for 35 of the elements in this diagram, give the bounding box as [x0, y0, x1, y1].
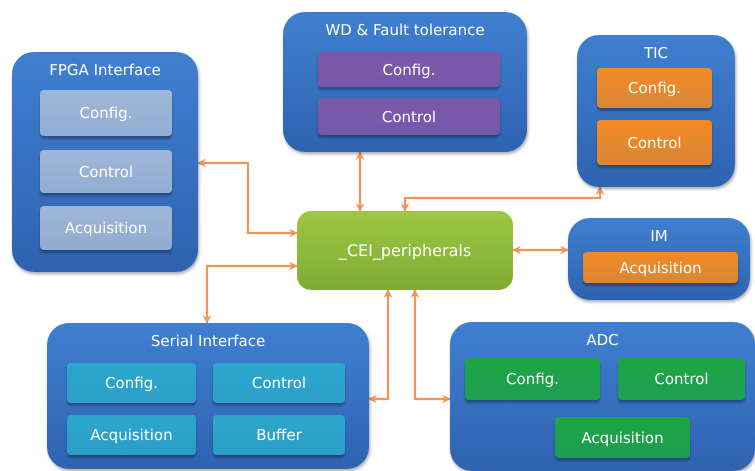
- group-panel: [12, 52, 198, 272]
- module-box: Acquisition: [555, 417, 690, 458]
- module-box: Buffer: [213, 415, 345, 455]
- group-panel: [450, 322, 755, 471]
- module-box: Config.: [318, 52, 500, 87]
- arrow: [368, 289, 392, 404]
- group-panel: [577, 35, 735, 187]
- group-panel: [283, 12, 527, 152]
- module-box: Acquisition: [40, 206, 172, 250]
- group-title: TIC: [644, 44, 668, 62]
- central-block: _CEI_peripherals: [297, 211, 513, 290]
- group-title: Serial Interface: [150, 332, 266, 350]
- group-title: ADC: [586, 331, 619, 349]
- group-title: WD & Fault tolerance: [325, 21, 485, 39]
- module-box: Control: [618, 358, 745, 400]
- group-panel: [568, 218, 750, 300]
- arrow: [202, 262, 298, 324]
- group-title: IM: [650, 227, 668, 245]
- module-box: Config.: [465, 358, 600, 400]
- module-box: Control: [597, 120, 712, 165]
- module-box: Config.: [67, 363, 196, 403]
- arrow: [512, 246, 569, 254]
- module-box: Control: [213, 363, 345, 403]
- module-box: Config.: [597, 68, 712, 108]
- module-box: Acquisition: [583, 252, 738, 283]
- arrow: [400, 186, 604, 212]
- module-box: Control: [40, 150, 172, 193]
- arrow: [410, 289, 451, 404]
- group-title: FPGA Interface: [49, 61, 161, 79]
- arrow: [197, 158, 298, 238]
- group-panel: [47, 323, 369, 469]
- module-box: Control: [318, 98, 500, 135]
- module-box: Acquisition: [67, 415, 196, 455]
- arrow: [356, 151, 364, 212]
- module-box: Config.: [40, 90, 172, 136]
